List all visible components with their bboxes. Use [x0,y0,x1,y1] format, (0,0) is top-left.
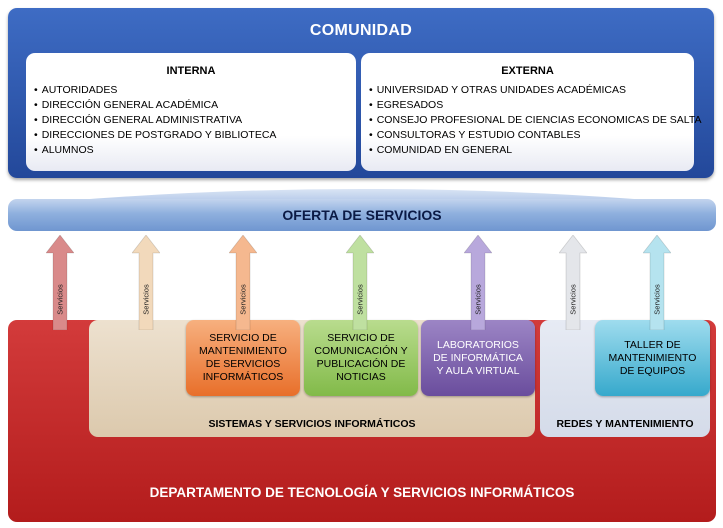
taller-mantenimiento-label: TALLER DE MANTENIMIENTO DE EQUIPOS [609,339,697,378]
servicios-arrow: Servicios [229,235,257,330]
servicios-arrow: Servicios [643,235,671,330]
redes-title: REDES Y MANTENIMIENTO [556,418,694,430]
servicio-label-line: MANTENIMIENTO [608,351,697,364]
laboratorios-label: LABORATORIOS DE INFORMÁTICA Y AULA VIRTU… [433,339,523,378]
servicio-mantenimiento-box: SERVICIO DE MANTENIMIENTO DE SERVICIOS I… [186,320,300,396]
servicio-label-line: SERVICIO DE [327,332,395,344]
interna-item: DIRECCIÓN GENERAL ACADÉMICA [34,98,276,113]
interna-item: DIRECCIONES DE POSTGRADO Y BIBLIOTECA [34,128,277,143]
up-arrow-icon [46,235,74,330]
externa-item: EGRESADOS [369,98,701,113]
externa-item: CONSEJO PROFESIONAL DE CIENCIAS ECONOMIC… [369,113,702,128]
servicio-comunicacion-label: SERVICIO DE COMUNICACIÓN Y PUBLICACIÓN D… [314,332,407,384]
interna-item: AUTORIDADES [34,83,276,98]
servicio-label-line: MANTENIMIENTO [199,345,287,357]
oferta-banner: OFERTA DE SERVICIOS [8,199,716,231]
servicio-label-line: TALLER DE [624,338,681,351]
laboratorios-box: LABORATORIOS DE INFORMÁTICA Y AULA VIRTU… [421,320,535,396]
up-arrow-icon [464,235,492,330]
servicios-arrow: Servicios [132,235,160,330]
servicios-arrow-label: Servicios [238,283,248,315]
comunidad-block: COMUNIDAD INTERNA AUTORIDADES DIRECCIÓN … [8,8,714,178]
interna-panel: INTERNA AUTORIDADES DIRECCIÓN GENERAL AC… [26,53,356,171]
servicio-mantenimiento-label: SERVICIO DE MANTENIMIENTO DE SERVICIOS I… [199,332,287,384]
interna-item: DIRECCIÓN GENERAL ADMINISTRATIVA [34,113,276,128]
servicios-arrow: Servicios [559,235,587,330]
interna-title: INTERNA [166,65,216,77]
servicio-label-line: Y AULA VIRTUAL [436,364,520,377]
sistemas-title: SISTEMAS Y SERVICIOS INFORMÁTICOS [208,418,416,430]
externa-list: UNIVERSIDAD Y OTRAS UNIDADES ACADÉMICAS … [369,83,702,158]
servicio-label-line: DE INFORMÁTICA [433,351,523,364]
taller-mantenimiento-box: TALLER DE MANTENIMIENTO DE EQUIPOS [595,320,710,396]
servicios-arrow: Servicios [464,235,492,330]
externa-item: CONSULTORAS Y ESTUDIO CONTABLES [369,128,701,143]
up-arrow-icon [346,235,374,330]
servicio-comunicacion-box: SERVICIO DE COMUNICACIÓN Y PUBLICACIÓN D… [304,320,418,396]
servicios-arrow-label: Servicios [652,283,662,315]
up-arrow-icon [559,235,587,330]
servicios-arrow: Servicios [346,235,374,330]
servicios-arrow-label: Servicios [141,283,151,315]
servicios-arrow: Servicios [46,235,74,330]
servicio-label-line: DE SERVICIOS [205,358,281,370]
servicio-label-line: COMUNICACIÓN Y [314,345,408,357]
up-arrow-icon [229,235,257,330]
departamento-title: DEPARTAMENTO DE TECNOLOGÍA Y SERVICIOS I… [149,485,575,500]
servicios-arrow-label: Servicios [55,283,65,315]
externa-item: COMUNIDAD EN GENERAL [369,143,701,158]
externa-title: EXTERNA [501,65,554,77]
oferta-title: OFERTA DE SERVICIOS [282,207,442,223]
servicio-label-line: INFORMÁTICOS [202,371,284,383]
servicio-label-line: DE EQUIPOS [619,364,686,377]
servicio-label-line: NOTICIAS [336,371,386,383]
up-arrow-icon [132,235,160,330]
servicios-arrow-label: Servicios [473,283,483,315]
externa-item: UNIVERSIDAD Y OTRAS UNIDADES ACADÉMICAS [369,83,701,98]
comunidad-title: COMUNIDAD [309,22,413,39]
servicio-label-line: PUBLICACIÓN DE [316,358,406,370]
interna-item: ALUMNOS [34,143,276,158]
servicio-label-line: SERVICIO DE [209,332,277,344]
up-arrow-icon [643,235,671,330]
externa-panel: EXTERNA UNIVERSIDAD Y OTRAS UNIDADES ACA… [361,53,701,171]
servicios-arrow-label: Servicios [568,283,578,315]
interna-list: AUTORIDADES DIRECCIÓN GENERAL ACADÉMICA … [34,83,277,158]
servicio-label-line: LABORATORIOS [437,338,519,351]
servicios-arrow-label: Servicios [355,283,365,315]
